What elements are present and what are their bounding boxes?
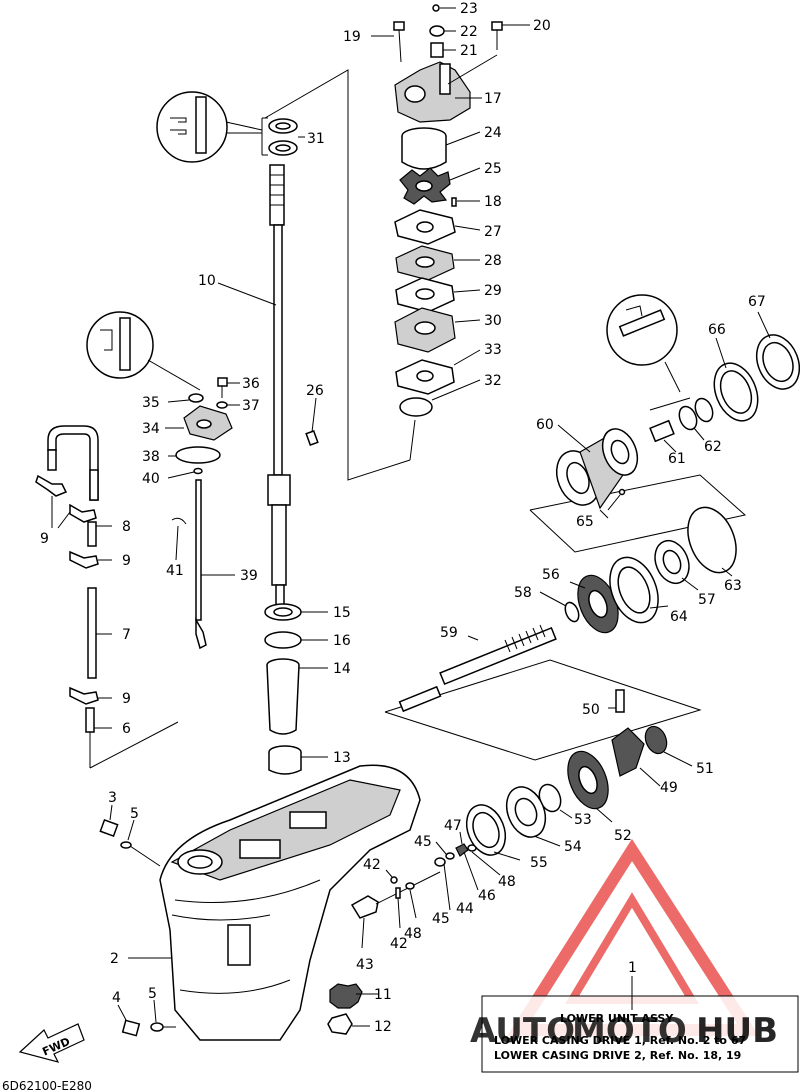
part-label-34: 34 xyxy=(142,421,160,437)
part-label-35: 35 xyxy=(142,395,160,411)
part-label-32: 32 xyxy=(484,373,502,389)
part-label-33: 33 xyxy=(484,342,502,358)
lower-casing xyxy=(128,764,421,1041)
part-label-36: 36 xyxy=(242,376,260,392)
water-pump-assembly xyxy=(371,4,530,417)
part-label-9-c: 9 xyxy=(122,691,131,707)
part-label-8: 8 xyxy=(122,519,131,535)
part-label-42-lower: 42 xyxy=(390,936,408,952)
part-label-45-lower: 45 xyxy=(432,911,450,927)
part-label-5-upper: 5 xyxy=(130,806,139,822)
part-label-2: 2 xyxy=(110,951,119,967)
part-label-25: 25 xyxy=(484,161,502,177)
part-label-37: 37 xyxy=(242,398,260,414)
part-label-18: 18 xyxy=(484,194,502,210)
part-label-67: 67 xyxy=(748,294,766,310)
part-label-26: 26 xyxy=(306,383,324,399)
part-label-51: 51 xyxy=(696,761,714,777)
part-label-30: 30 xyxy=(484,313,502,329)
part-label-58: 58 xyxy=(514,585,532,601)
part-label-15: 15 xyxy=(333,605,351,621)
part-label-49: 49 xyxy=(660,780,678,796)
watermark-text: AUTO MOTO HUB xyxy=(470,1011,778,1051)
part-label-55: 55 xyxy=(530,855,548,871)
part-label-47: 47 xyxy=(444,818,462,834)
part-label-53: 53 xyxy=(574,812,592,828)
part-label-48-upper: 48 xyxy=(498,874,516,890)
part-label-61: 61 xyxy=(668,451,686,467)
part-label-42-upper: 42 xyxy=(363,857,381,873)
watermark-hub: HUB xyxy=(696,1011,778,1051)
part-label-62: 62 xyxy=(704,439,722,455)
part-labels: 2 3 4 5 5 6 7 8 9 9 9 9 10 11 12 13 14 1… xyxy=(40,1,766,1035)
part-label-46: 46 xyxy=(478,888,496,904)
part-label-16: 16 xyxy=(333,633,351,649)
part-label-9-a: 9 xyxy=(40,531,49,547)
part-label-20: 20 xyxy=(533,18,551,34)
legend-box: 1 LOWER UNIT ASSY LOWER CASING DRIVE 1, … xyxy=(481,960,799,1073)
part-label-64: 64 xyxy=(670,609,688,625)
propeller-shaft-assembly xyxy=(398,294,800,861)
part-label-10: 10 xyxy=(198,273,216,289)
legend-line-1: LOWER CASING DRIVE 1, Ref. No. 2 to 67 xyxy=(494,1034,746,1047)
part-label-59: 59 xyxy=(440,625,458,641)
part-label-28: 28 xyxy=(484,253,502,269)
part-label-50: 50 xyxy=(582,702,600,718)
legend-title: LOWER UNIT ASSY xyxy=(560,1012,674,1025)
watermark-auto: AUTO xyxy=(470,1011,575,1051)
part-label-29: 29 xyxy=(484,283,502,299)
part-label-65: 65 xyxy=(576,514,594,530)
part-label-44: 44 xyxy=(456,901,474,917)
part-label-39: 39 xyxy=(240,568,258,584)
part-label-54: 54 xyxy=(564,839,582,855)
part-label-7: 7 xyxy=(122,627,131,643)
part-label-3: 3 xyxy=(108,790,117,806)
part-label-13: 13 xyxy=(333,750,351,766)
part-label-48-lower: 48 xyxy=(404,926,422,942)
part-label-66: 66 xyxy=(708,322,726,338)
part-label-43: 43 xyxy=(356,957,374,973)
legend-line-2: LOWER CASING DRIVE 2, Ref. No. 18, 19 xyxy=(494,1049,741,1062)
watermark-moto: MOTO xyxy=(572,1011,687,1051)
part-label-23: 23 xyxy=(460,1,478,17)
part-label-38: 38 xyxy=(142,449,160,465)
shift-plunger-parts xyxy=(350,831,501,949)
part-label-14: 14 xyxy=(333,661,351,677)
part-label-24: 24 xyxy=(484,125,502,141)
part-label-45-upper: 45 xyxy=(414,834,432,850)
part-label-56: 56 xyxy=(542,567,560,583)
part-label-41: 41 xyxy=(166,563,184,579)
part-label-5-lower: 5 xyxy=(148,986,157,1002)
diagram-code: 6D62100-E280 xyxy=(2,1079,92,1092)
spline-lines xyxy=(270,174,284,206)
drive-shaft-assembly xyxy=(156,91,328,775)
part-label-52: 52 xyxy=(614,828,632,844)
fwd-arrow-icon: FWD xyxy=(18,1023,85,1063)
part-label-31: 31 xyxy=(307,131,325,147)
part-label-12: 12 xyxy=(374,1019,392,1035)
part-label-6: 6 xyxy=(122,721,131,737)
part-label-4: 4 xyxy=(112,990,121,1006)
spline-lines-prop xyxy=(504,624,546,653)
shift-rod-assembly xyxy=(86,311,240,650)
part-label-40: 40 xyxy=(142,471,160,487)
part-label-63: 63 xyxy=(724,578,742,594)
part-label-60: 60 xyxy=(536,417,554,433)
part-label-22: 22 xyxy=(460,24,478,40)
part-label-57: 57 xyxy=(698,592,716,608)
part-label-9-b: 9 xyxy=(122,553,131,569)
part-label-17: 17 xyxy=(484,91,502,107)
part-label-11: 11 xyxy=(374,987,392,1003)
part-label-27: 27 xyxy=(484,224,502,240)
legend-ref: 1 xyxy=(628,960,637,976)
part-label-21: 21 xyxy=(460,43,478,59)
casing-hardware xyxy=(99,804,378,1037)
water-tube-assembly xyxy=(35,425,112,733)
part-label-19: 19 xyxy=(343,29,361,45)
